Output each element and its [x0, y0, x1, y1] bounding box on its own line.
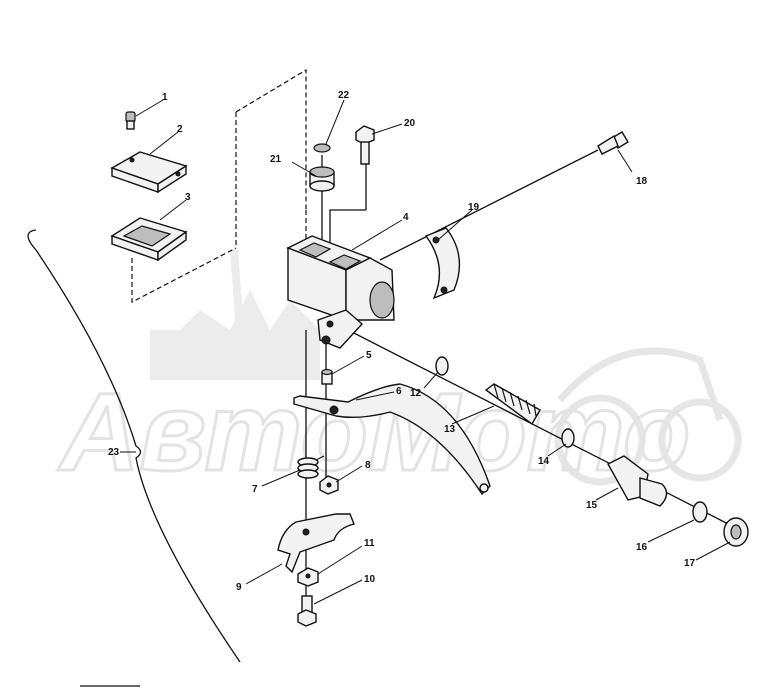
callout-18: 18 — [636, 176, 648, 187]
callout-17: 17 — [684, 558, 696, 569]
part-7-spring — [297, 455, 325, 479]
callout-10: 10 — [364, 574, 376, 585]
part-5-bushing — [321, 368, 333, 385]
callout-19: 19 — [468, 202, 480, 213]
callout-7: 7 — [252, 484, 258, 495]
part-16-ring — [692, 501, 708, 523]
part-13-boot — [484, 383, 541, 426]
bracket-23 — [27, 229, 241, 663]
callout-15: 15 — [586, 500, 598, 511]
callout-20: 20 — [404, 118, 416, 129]
part-4-master-cylinder-body — [286, 235, 395, 349]
callout-22: 22 — [338, 90, 350, 101]
part-10-bolt — [297, 595, 317, 627]
part-12-washer — [435, 356, 449, 376]
callout-labels: 1 2 3 4 5 6 7 8 9 10 11 12 13 14 15 16 1… — [108, 90, 696, 593]
part-17-washer — [723, 517, 749, 547]
watermark-text: АвтоМото — [57, 371, 690, 494]
part-14-washer — [561, 428, 575, 448]
callout-13: 13 — [444, 424, 456, 435]
part-21-seal — [309, 166, 335, 192]
callout-4: 4 — [403, 212, 409, 223]
callout-16: 16 — [636, 542, 648, 553]
callout-2: 2 — [177, 124, 183, 135]
callout-6: 6 — [396, 386, 402, 397]
callout-14: 14 — [538, 456, 550, 467]
callout-8: 8 — [365, 460, 371, 471]
part-22-washer — [313, 143, 331, 153]
callout-3: 3 — [185, 192, 191, 203]
part-8-nut — [319, 475, 339, 495]
watermark: АвтоМото — [56, 250, 742, 496]
callout-9: 9 — [236, 582, 242, 593]
part-20-bolt — [355, 125, 375, 165]
part-1-screw — [125, 111, 136, 130]
callout-5: 5 — [366, 350, 372, 361]
part-6-lever — [293, 383, 491, 496]
part-3-diaphragm — [110, 217, 188, 262]
callout-12: 12 — [410, 388, 422, 399]
part-19-clamp — [424, 227, 461, 300]
callout-21: 21 — [270, 154, 282, 165]
callout-23: 23 — [108, 447, 120, 458]
part-15-piston — [607, 455, 668, 507]
leader-lines — [135, 99, 731, 605]
callout-1: 1 — [162, 92, 168, 103]
callout-11: 11 — [364, 538, 375, 549]
part-11-nut — [297, 567, 319, 587]
part-9-cam-plate — [277, 513, 355, 574]
part-18-bolt — [597, 131, 629, 155]
part-2-reservoir-cover — [110, 151, 188, 194]
